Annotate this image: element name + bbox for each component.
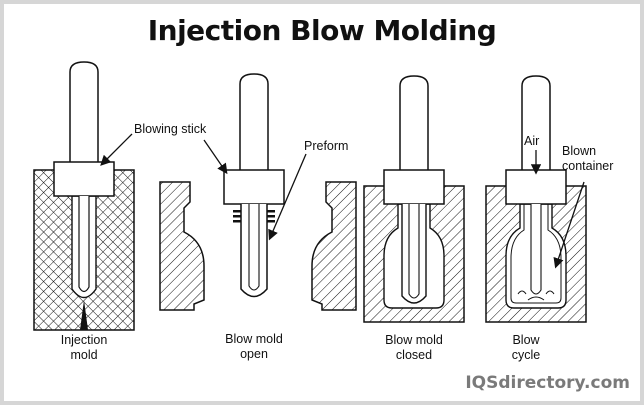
- stage-blow-mold-open: [159, 73, 357, 311]
- page-title: Injection Blow Molding: [147, 14, 497, 47]
- caption-blow-mold-closed: Blow mold closed: [364, 333, 464, 363]
- blowing-stick-rod: [521, 75, 551, 170]
- caption-blow-cycle: Blow cycle: [486, 333, 566, 363]
- neck-thread: [267, 220, 275, 223]
- neck-thread: [267, 210, 275, 213]
- neck-thread: [233, 220, 241, 223]
- stage-blow-mold-closed: [363, 75, 465, 323]
- neck-thread: [233, 210, 241, 213]
- label-air: Air: [524, 134, 540, 148]
- stick-collar: [505, 169, 567, 205]
- caption-line: Injection: [60, 333, 108, 347]
- neck-thread: [267, 215, 275, 218]
- container-inner-wall: [510, 204, 562, 304]
- blowing-stick-arrow-2: [203, 139, 228, 175]
- stick-core: [530, 204, 542, 295]
- injection-blow-molding-diagram: [33, 61, 587, 331]
- stick-collar: [223, 169, 285, 205]
- label-blown-container: Blown container: [562, 144, 613, 174]
- blowing-stick-rod: [69, 61, 99, 162]
- stick-core: [78, 196, 90, 293]
- stage-blow-cycle: [485, 75, 587, 323]
- stick-core: [408, 204, 420, 299]
- stick-collar: [383, 169, 445, 205]
- caption-line: closed: [395, 348, 433, 362]
- label-blowing-stick: Blowing stick: [134, 122, 207, 136]
- blowing-stick-arrow-1: [100, 133, 133, 166]
- stick-core: [248, 204, 260, 291]
- label-preform: Preform: [304, 139, 349, 153]
- blowing-stick-rod: [239, 73, 269, 170]
- neck-thread: [233, 215, 241, 218]
- caption-line: Blow mold: [385, 333, 443, 347]
- preform-arrow: [268, 153, 307, 241]
- stick-collar: [53, 161, 115, 197]
- label-blown-line2: container: [562, 159, 614, 173]
- caption-line: Blow: [512, 333, 540, 347]
- diagram-panel: Injection Blow Molding: [4, 4, 640, 401]
- air-puff: [545, 290, 555, 295]
- caption-line: mold: [70, 348, 98, 362]
- caption-injection-mold: Injection mold: [44, 333, 124, 363]
- injection-gate: [80, 300, 88, 330]
- blowing-stick-rod: [399, 75, 429, 170]
- right-mold-half: [311, 181, 357, 311]
- air-puff: [517, 290, 527, 295]
- footer-brand: IQSdirectory.com: [465, 373, 630, 393]
- air-puff: [527, 296, 545, 301]
- left-mold-half: [159, 181, 205, 311]
- caption-line: cycle: [511, 348, 541, 362]
- caption-blow-mold-open: Blow mold open: [204, 332, 304, 362]
- stage-injection-mold: [33, 61, 135, 331]
- label-blown-line1: Blown: [562, 144, 597, 158]
- caption-line: open: [240, 347, 268, 361]
- blown-container-arrow: [553, 181, 585, 269]
- caption-line: Blow mold: [225, 332, 283, 346]
